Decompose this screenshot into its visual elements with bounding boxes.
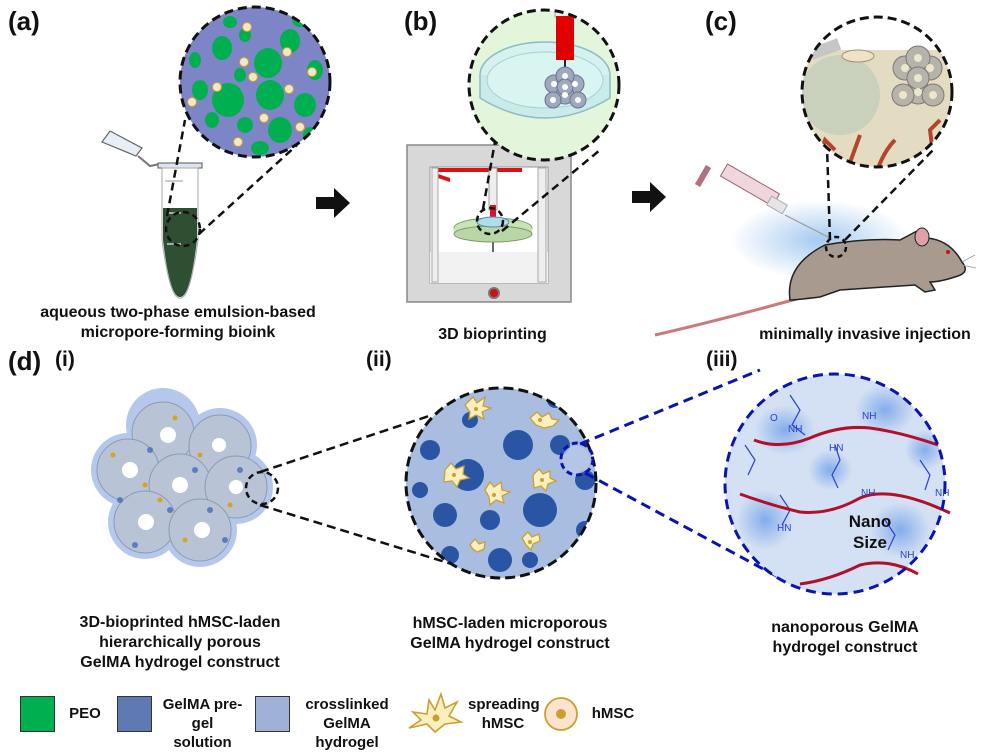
panel-d-label: (d) (8, 346, 42, 376)
legend-label-crosslinked-line1: crosslinked (305, 696, 389, 713)
microporous-zoom-circle (404, 386, 598, 580)
nanoporous-zoom-circle (723, 372, 951, 596)
chem-label-nh: NH (862, 411, 877, 422)
caption-d-ii-line2: GelMA hydrogel construct (410, 635, 610, 652)
gelma-polymer-chains (739, 426, 951, 586)
caption-d-ii-line1: hMSC-laden microporous (412, 615, 608, 632)
chem-label-nh: NH (788, 424, 803, 435)
arrow-a-to-b (316, 188, 350, 218)
caption-a-line2: micropore-forming bioink (80, 324, 276, 341)
microcentrifuge-tube (101, 130, 203, 299)
caption-b: 3D bioprinting (438, 326, 547, 343)
caption-a: aqueous two-phase emulsion-based micropo… (0, 303, 356, 343)
spreading-hmsc-icon (408, 691, 464, 734)
emulsion-zoom-circle (178, 5, 332, 159)
legend-label-hmsc: hMSC (591, 705, 635, 722)
bioprinter (406, 144, 572, 303)
panel-d-iii-label: (iii) (706, 348, 738, 371)
legend-swatch-crosslinked (255, 696, 290, 732)
caption-d-i-line1: 3D-bioprinted hMSC-laden (79, 614, 281, 631)
caption-d-i-line2: hierarchically porous (99, 634, 261, 651)
implant-zoom-circle (800, 15, 954, 169)
nano-size-label-line1: Nano (848, 512, 892, 531)
petri-dish-zoom-circle (467, 8, 621, 162)
legend-swatch-pregel (117, 696, 152, 732)
chem-label-nh: NH (900, 550, 915, 561)
caption-d-iii-line2: hydrogel construct (772, 639, 918, 656)
legend-label-peo: PEO (69, 705, 101, 722)
panel-a-label: (a) (8, 6, 40, 36)
legend-label-pregel-line2: solution (173, 734, 232, 751)
caption-d-i: 3D-bioprinted hMSC-laden hierarchically … (40, 613, 320, 673)
mouse-injection (654, 163, 977, 337)
chem-label-nh: NH (935, 488, 950, 499)
panel-c-label: (c) (705, 6, 737, 36)
chem-label-nh: NH (861, 488, 876, 499)
panel-d-i-label: (i) (55, 348, 75, 371)
arrow-b-to-c (632, 182, 666, 212)
nano-size-label-line2: Size (852, 533, 888, 552)
legend-label-spreading-hmsc-line2: hMSC (481, 715, 525, 732)
panel-b-label: (b) (404, 6, 438, 36)
caption-d-i-line3: GelMA hydrogel construct (80, 654, 280, 671)
legend-label-spreading-hmsc-line1: spreading (468, 696, 540, 713)
legend-label-pregel: GelMA pre-gel solution (155, 695, 250, 752)
chem-label-hn: HN (829, 443, 844, 454)
caption-d-iii: nanoporous GelMA hydrogel construct (740, 618, 950, 658)
panel-d-ii-label: (ii) (366, 348, 392, 371)
chem-label-o: O (770, 413, 778, 424)
legend-label-spreading-hmsc: spreading hMSC (468, 695, 540, 733)
caption-a-line1: aqueous two-phase emulsion-based (40, 304, 316, 321)
legend-label-crosslinked-line2: GelMA hydrogel (315, 715, 379, 751)
legend-swatch-peo (20, 696, 55, 732)
bioprinted-construct (91, 388, 280, 567)
caption-d-ii: hMSC-laden microporous GelMA hydrogel co… (380, 614, 640, 654)
legend-label-crosslinked: crosslinked GelMA hydrogel (292, 695, 402, 752)
hmsc-icon (544, 697, 578, 731)
legend-label-pregel-line1: GelMA pre-gel (162, 696, 243, 732)
chem-label-hn: HN (777, 523, 792, 534)
caption-c: minimally invasive injection (759, 326, 971, 343)
caption-d-iii-line1: nanoporous GelMA (771, 619, 919, 636)
